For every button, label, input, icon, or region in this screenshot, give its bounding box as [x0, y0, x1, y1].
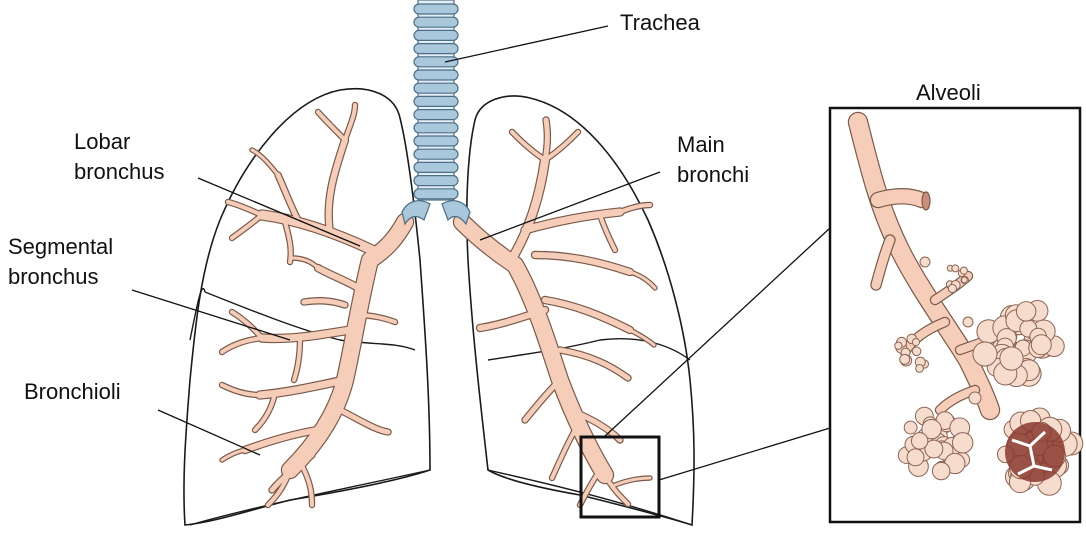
label-segmental-line2: bronchus [8, 262, 113, 292]
trachea-ring [414, 83, 458, 93]
alveolus-bud [963, 317, 973, 327]
trachea-ring [414, 176, 458, 186]
alveolus [1016, 302, 1035, 321]
alveolus [1031, 335, 1051, 355]
label-lobar-line2: bronchus [74, 157, 165, 187]
label-lobar-bronchus: Lobar bronchus [74, 127, 165, 187]
label-alveoli: Alveoli [916, 78, 981, 108]
alveolus [911, 433, 927, 449]
trachea-ring [414, 57, 458, 67]
trachea-ring [414, 44, 458, 54]
trachea-ring [414, 162, 458, 172]
label-segmental-bronchus: Segmental bronchus [8, 232, 113, 292]
alveolus [1000, 347, 1023, 370]
trachea-ring [414, 189, 458, 199]
trachea-ring [414, 17, 458, 27]
alveolus [973, 342, 997, 366]
trachea-ring [414, 96, 458, 106]
alveolus [895, 342, 902, 349]
bronchus-branch [545, 120, 547, 160]
alveolus-bud [969, 392, 981, 404]
bronchiole-opening [922, 192, 930, 210]
label-bronchioli: Bronchioli [24, 377, 121, 407]
trachea-ring [414, 123, 458, 133]
alveolar-sac-interior [1005, 422, 1065, 482]
label-trachea: Trachea [620, 8, 700, 38]
alveolus [900, 354, 910, 364]
alveolus [960, 267, 967, 274]
alveolus [912, 347, 921, 356]
label-main-bronchi: Main bronchi [677, 130, 749, 190]
label-main-line2: bronchi [677, 160, 749, 190]
trachea-ring [414, 149, 458, 159]
leader-trachea [445, 26, 608, 62]
alveolus [912, 339, 919, 346]
label-segmental-line1: Segmental [8, 232, 113, 262]
alveolus [904, 421, 917, 434]
trachea-ring [414, 136, 458, 146]
alveolus [948, 284, 956, 292]
alveolus [952, 433, 972, 453]
trachea-ring [414, 70, 458, 80]
bronchiole [878, 196, 922, 200]
alveolus [952, 265, 959, 272]
alveolus-bud [920, 257, 930, 267]
alveolus [907, 449, 924, 466]
alveolus [916, 365, 924, 373]
trachea-ring [414, 4, 458, 14]
label-main-line1: Main [677, 130, 749, 160]
alveolus [932, 462, 949, 479]
trachea-ring [414, 110, 458, 120]
trachea-ring [414, 30, 458, 40]
label-lobar-line1: Lobar [74, 127, 165, 157]
alveolus [961, 277, 967, 283]
